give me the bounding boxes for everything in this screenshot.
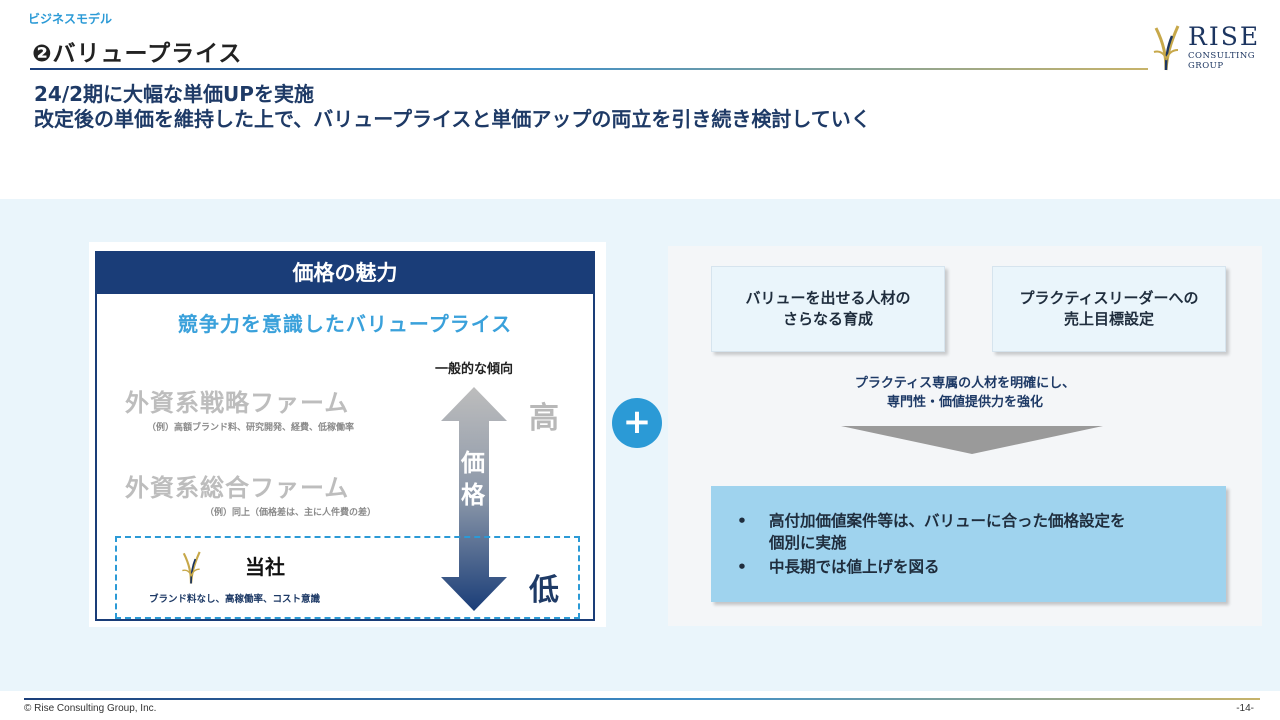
our-company-name: 当社	[245, 555, 285, 579]
price-axis-char: 価	[461, 449, 485, 477]
price-axis-char: 格	[461, 481, 485, 509]
plus-icon: +	[612, 398, 662, 448]
lead-line: 24/2期に大幅な単価UPを実施	[34, 82, 314, 106]
wheat-logo-icon	[1153, 25, 1180, 71]
lead-message: 24/2期に大幅な単価UPを実施 改定後の単価を維持した上で、バリュープライスと…	[34, 82, 871, 132]
initiative-line: さらなる育成	[782, 310, 873, 328]
logo-sub-line: GROUP	[1188, 61, 1224, 71]
bullet-icon: •	[737, 558, 747, 576]
price-appeal-card: 価格の魅力 競争力を意識したバリュープライス 一般的な傾向 外資系戦略ファーム …	[89, 242, 606, 627]
firm-name: 外資系戦略ファーム	[125, 389, 350, 417]
summary-line: プラクティス専属の人材を明確にし、	[854, 376, 1076, 391]
double-arrow-icon	[441, 387, 507, 611]
bullet-icon: •	[737, 512, 747, 530]
trend-label: 一般的な傾向	[435, 362, 514, 377]
initiative-line: バリューを出せる人材の	[745, 289, 911, 307]
lead-line: 改定後の単価を維持した上で、バリュープライスと単価アップの両立を引き続き検討して…	[34, 107, 871, 131]
result-item: • 高付加価値案件等は、バリューに合った価格設定を 個別に実施	[737, 510, 1206, 554]
result-box: • 高付加価値案件等は、バリューに合った価格設定を 個別に実施 • 中長期では値…	[711, 486, 1226, 602]
initiative-line: 売上目標設定	[1063, 310, 1154, 328]
initiative-card: バリューを出せる人材の さらなる育成	[711, 266, 945, 352]
firm-note: （例）高額ブランド料、研究開発、経費、低稼働率	[147, 423, 355, 433]
initiative-summary: プラクティス専属の人材を明確にし、 専門性・価値提供力を強化	[668, 374, 1262, 412]
value-price-subheading: 競争力を意識したバリュープライス	[177, 312, 513, 336]
page-number: -14-	[1236, 703, 1254, 714]
price-axis-label: 価 格	[461, 447, 485, 511]
page-title: ❷バリュープライス	[32, 41, 243, 67]
high-label: 高	[529, 401, 559, 436]
down-triangle-icon	[841, 426, 1103, 454]
logo-subtitle: CONSULTING GROUP	[1188, 51, 1255, 71]
result-line: 中長期では値上げを図る	[769, 558, 940, 576]
company-logo: RISE CONSULTING GROUP	[1146, 22, 1258, 72]
price-appeal-heading: 価格の魅力	[97, 253, 593, 294]
firm-name: 外資系総合ファーム	[125, 474, 350, 502]
low-label: 低	[529, 573, 559, 608]
section-tag: ビジネスモデル	[28, 12, 113, 26]
result-list: • 高付加価値案件等は、バリューに合った価格設定を 個別に実施 • 中長期では値…	[737, 510, 1206, 578]
price-appeal-frame: 価格の魅力 競争力を意識したバリュープライス 一般的な傾向 外資系戦略ファーム …	[95, 251, 595, 621]
result-line: 高付加価値案件等は、バリューに合った価格設定を	[769, 512, 1126, 530]
title-divider	[30, 68, 1148, 70]
result-item: • 中長期では値上げを図る	[737, 556, 1206, 578]
initiatives-panel: バリューを出せる人材の さらなる育成 プラクティスリーダーへの 売上目標設定 プ…	[668, 246, 1262, 626]
firm-note: （例）同上（価格差は、主に人件費の差）	[205, 508, 377, 518]
logo-sub-line: CONSULTING	[1188, 51, 1256, 61]
initiative-line: プラクティスリーダーへの	[1019, 289, 1199, 307]
initiative-card: プラクティスリーダーへの 売上目標設定	[992, 266, 1226, 352]
copyright: © Rise Consulting Group, Inc.	[24, 703, 157, 714]
our-company-note: ブランド料なし、高稼働率、コスト意識	[149, 594, 321, 605]
wheat-logo-icon	[182, 551, 201, 584]
summary-line: 専門性・価値提供力を強化	[886, 395, 1043, 410]
logo-wordmark: RISE	[1188, 22, 1261, 51]
our-company-box	[115, 536, 580, 619]
result-line: 個別に実施	[769, 534, 847, 552]
footer-divider	[24, 698, 1260, 700]
